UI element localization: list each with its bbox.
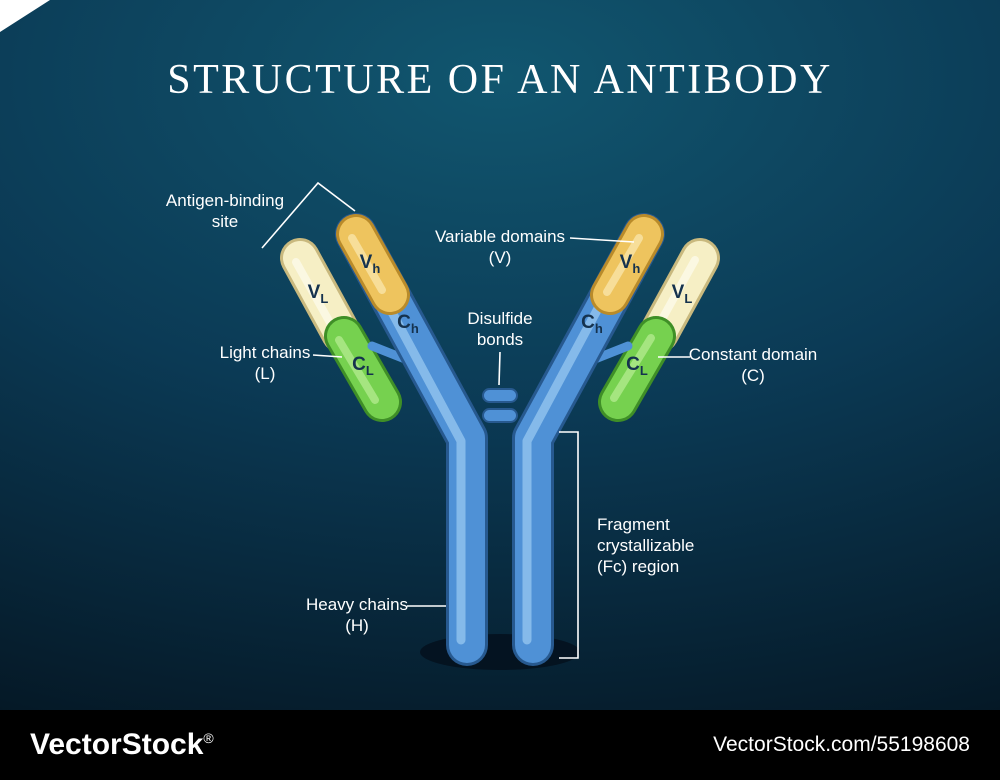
variable-domains-label: Variable domains (V) (420, 226, 580, 268)
disulfide-line (498, 351, 501, 386)
hinge-disulfide-bond-1 (482, 388, 518, 403)
label-line: Heavy chains (305, 595, 409, 614)
constant-domain-label: Constant domain (C) (668, 344, 838, 386)
page-title: STRUCTURE OF AN ANTIBODY (167, 57, 833, 103)
label-line: Disulfide (467, 309, 533, 328)
label-line: (L) (254, 364, 276, 383)
label-line: bonds (476, 330, 524, 349)
domain-label-vh-right: Vh (620, 252, 641, 276)
domain-label-ch-right: Ch (581, 312, 603, 336)
domain-label-cl-right: CL (626, 354, 648, 378)
variable-domains-line (569, 237, 635, 243)
label-line: Light chains (219, 343, 311, 362)
footer-stock-id: VectorStock.com/55198608 (713, 733, 970, 756)
heavy-chains-label: Heavy chains (H) (287, 594, 427, 636)
label-line: (Fc) region (597, 557, 680, 576)
label-line: Antigen-binding (165, 191, 285, 210)
light-chain-right (598, 238, 720, 422)
light-chain-left (280, 238, 402, 422)
disulfide-bonds-label: Disulfide bonds (440, 308, 560, 350)
label-line: site (211, 212, 239, 231)
domain-label-ch-left: Ch (397, 312, 419, 336)
vh-domain-left (336, 214, 410, 315)
light-chains-line (312, 354, 343, 358)
footer-brand-text: VectorStock (30, 728, 204, 761)
antibody-diagram: Vh Vh VL VL Ch Ch CL CL (261, 181, 720, 670)
vh-domain-right (590, 214, 664, 315)
antigen-binding-bracket (261, 181, 356, 249)
registered-mark: ® (203, 730, 214, 746)
label-line: (H) (345, 616, 369, 635)
antigen-binding-site-label: Antigen-binding site (140, 190, 310, 232)
fc-region-bracket (559, 431, 579, 659)
footer-bar: VectorStock® VectorStock.com/55198608 (0, 710, 1000, 780)
domain-label-vl-right: VL (672, 282, 693, 306)
label-line: Variable domains (434, 227, 566, 246)
domain-label-vl-left: VL (308, 282, 329, 306)
light-chains-label: Light chains (L) (195, 342, 335, 384)
label-line: crystallizable (597, 536, 695, 555)
label-line: (V) (488, 248, 512, 267)
domain-label-vh-left: Vh (360, 252, 381, 276)
domain-label-cl-left: CL (352, 354, 374, 378)
fc-region-label: Fragment crystallizable (Fc) region (597, 514, 777, 577)
label-line: Constant domain (688, 345, 818, 364)
footer-brand: VectorStock® (30, 728, 214, 762)
hinge-disulfide-bond-2 (482, 408, 518, 423)
label-line: Fragment (597, 515, 670, 534)
corner-mark (0, 0, 50, 32)
label-line: (C) (741, 366, 765, 385)
base-shadow (420, 634, 580, 670)
